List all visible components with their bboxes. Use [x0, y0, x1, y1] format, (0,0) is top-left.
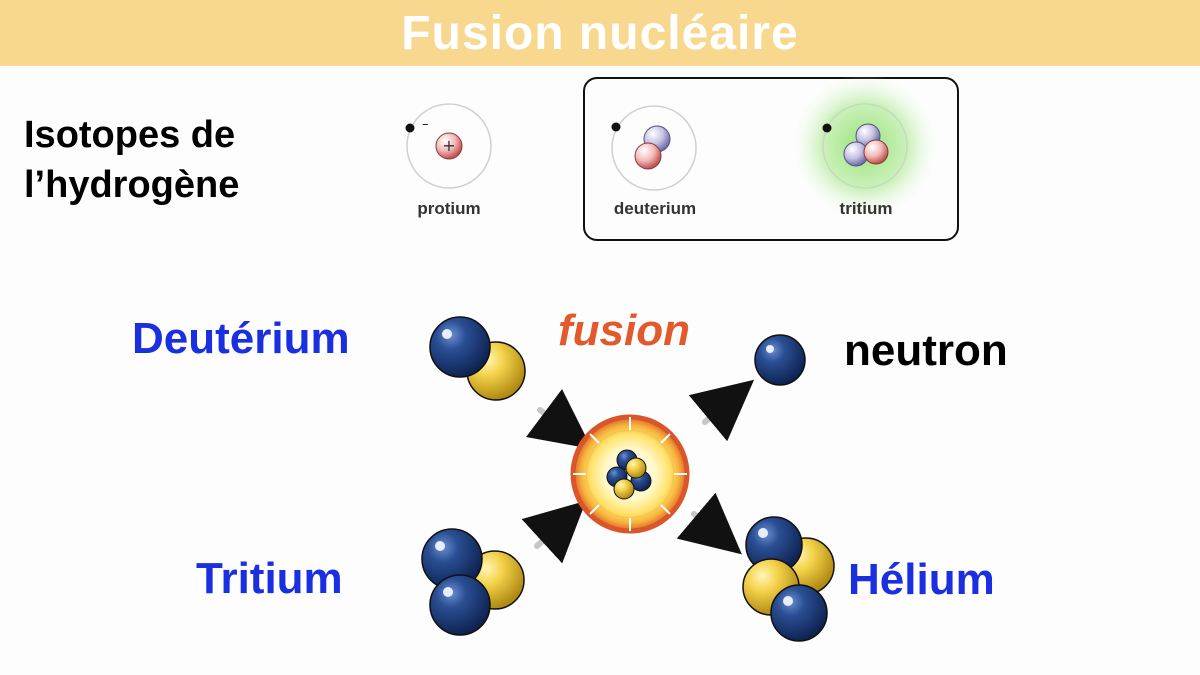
neutron-label: neutron — [844, 326, 1008, 375]
arrow-fusion-to-helium-icon — [676, 492, 742, 555]
helium-label: Hélium — [848, 555, 995, 604]
helium-nucleus-icon — [742, 516, 835, 642]
fusion-label: fusion — [558, 306, 690, 355]
protium-atom-icon: + – — [405, 103, 492, 189]
electron-sign: – — [422, 117, 429, 132]
deuterium-label: deuterium — [613, 199, 697, 218]
isotopes-heading-line2: l’hydrogène — [24, 164, 240, 206]
fusion-burst-icon — [570, 414, 690, 534]
isotopes-heading: Isotopes de l’hydrogène — [24, 110, 324, 210]
neutron-icon — [754, 334, 806, 386]
deuterium-nucleus-icon — [429, 316, 526, 401]
title-bar: Fusion nucléaire — [0, 0, 1200, 66]
isotopes-heading-line1: Isotopes de — [24, 114, 236, 156]
tritium-nucleus-icon — [421, 528, 525, 636]
page-title: Fusion nucléaire — [401, 6, 799, 60]
protium-label: protium — [417, 199, 481, 218]
tritium-label: tritium — [839, 199, 893, 218]
tritium-reactant-label: Tritium — [196, 554, 343, 603]
proton-sign: + — [442, 136, 455, 155]
arrow-tritium-to-fusion-icon — [521, 500, 587, 564]
arrow-fusion-to-neutron-icon — [688, 379, 755, 442]
deuterium-reactant-label: Deutérium — [132, 314, 350, 363]
tritium-atom-icon — [793, 74, 937, 218]
arrow-deuterium-to-fusion-icon — [526, 389, 592, 449]
heavy-isotopes-box — [583, 77, 959, 241]
deuterium-atom-icon — [611, 105, 697, 191]
